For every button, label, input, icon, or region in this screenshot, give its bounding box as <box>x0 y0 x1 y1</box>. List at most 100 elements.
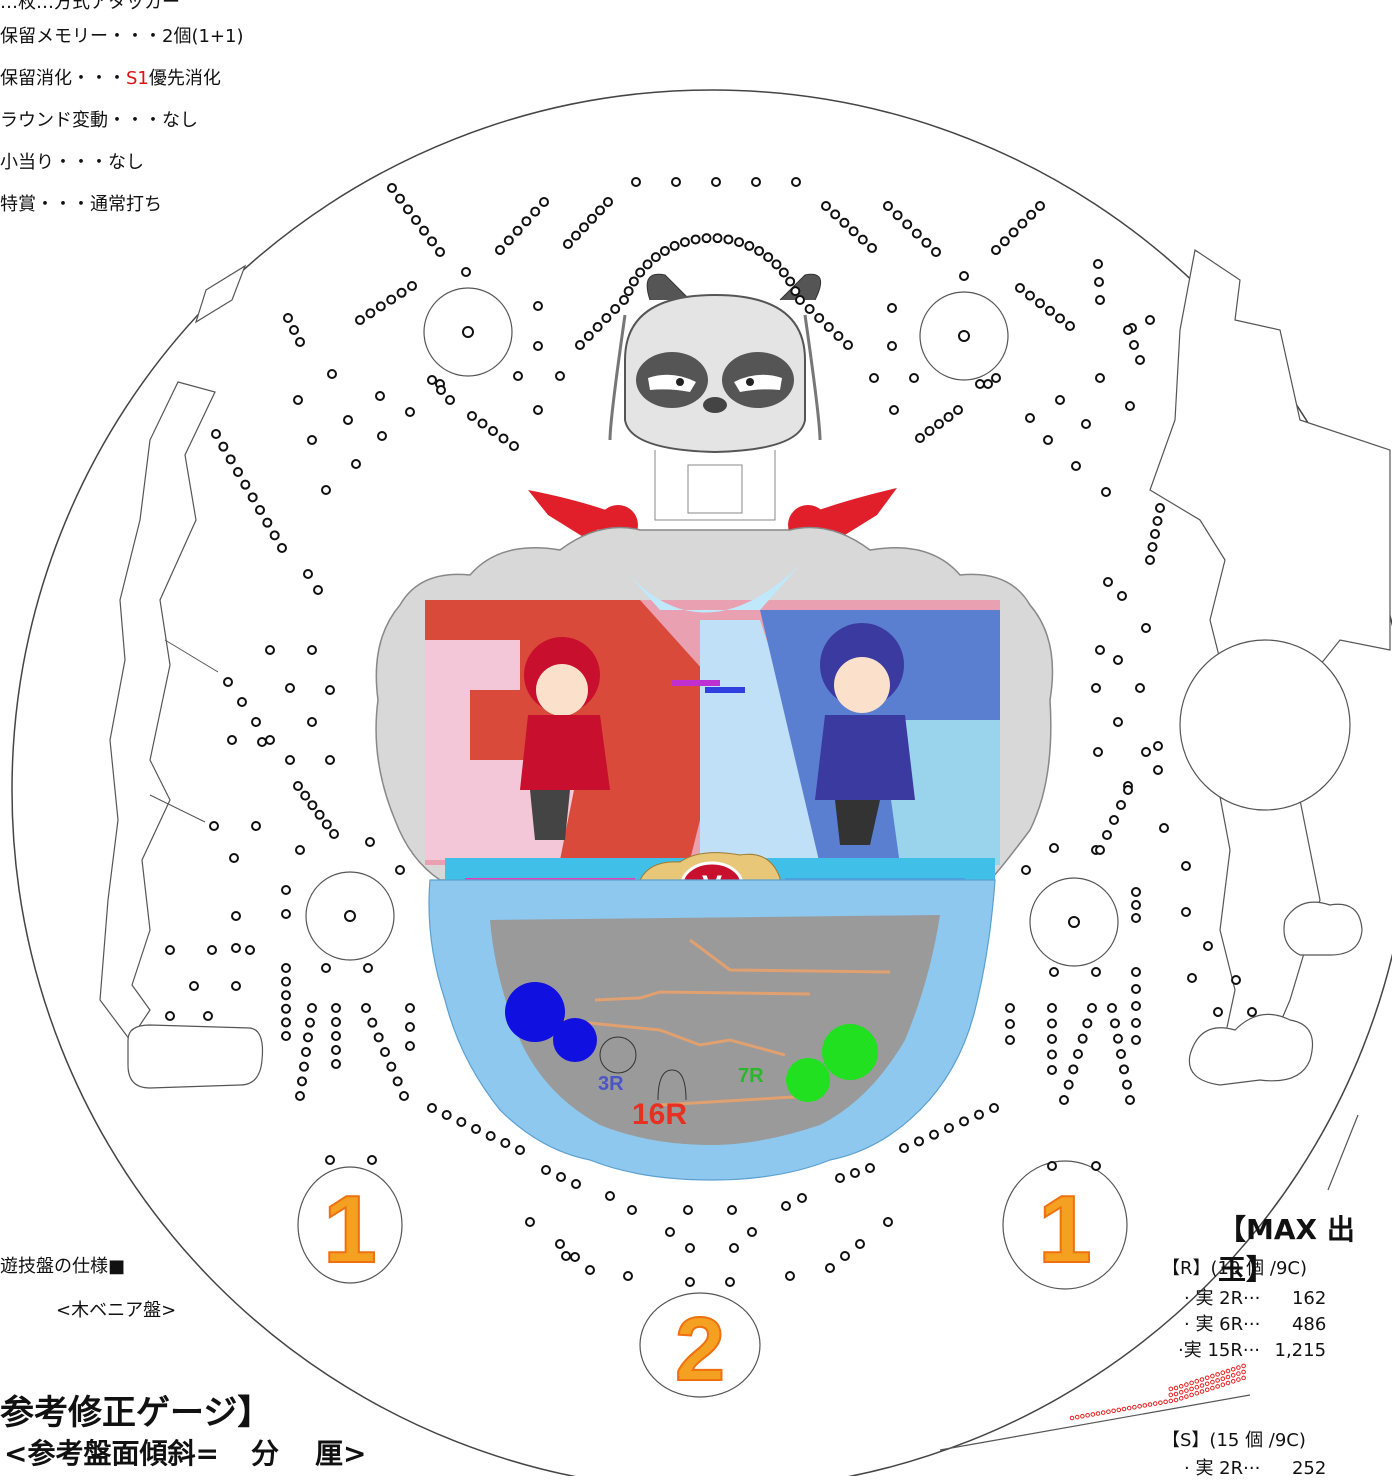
nail-pin <box>1131 967 1141 977</box>
nail-pin <box>1159 823 1169 833</box>
nail-pin <box>233 467 243 477</box>
bottom-right-out-lane <box>939 1394 1251 1451</box>
nail-pin <box>797 1193 807 1203</box>
nail-pin <box>525 1217 535 1227</box>
out-lane-pin <box>1199 1377 1205 1382</box>
nail-pin <box>375 301 386 312</box>
nail-pin <box>1103 577 1113 587</box>
nail-pin <box>887 303 897 313</box>
nail-pin <box>1117 591 1127 601</box>
nail-pin <box>485 1131 496 1141</box>
nail-pin <box>533 405 543 415</box>
r-row-value: 486 <box>1291 1314 1327 1335</box>
nail-pin <box>601 313 612 323</box>
spec-round-change: ラウンド変動・・・なし <box>0 110 198 131</box>
nail-pin <box>909 373 919 383</box>
tilt-label: <参考盤面傾斜= <box>4 1437 219 1470</box>
nail-pin <box>367 1155 377 1165</box>
nail-pin <box>295 337 305 347</box>
nail-pin <box>669 240 680 251</box>
nail-pin <box>991 373 1001 383</box>
out-lane-pin <box>1069 1415 1075 1421</box>
nail-pin <box>1135 355 1145 365</box>
r-row-label: · 実 2R··· <box>1184 1288 1261 1309</box>
nail-pin <box>587 213 597 224</box>
nail-pin <box>255 505 265 515</box>
nail-pin <box>427 1103 437 1113</box>
nail-pin <box>754 245 765 256</box>
nail-pin <box>377 431 387 441</box>
right-out-pocket <box>1188 1013 1314 1086</box>
nail-pin <box>924 426 935 436</box>
nail-pin <box>959 271 969 281</box>
nail-pin <box>1153 741 1163 751</box>
nail-pin <box>623 1271 633 1281</box>
nail-pin <box>530 206 541 217</box>
nail-pin <box>1181 861 1191 871</box>
nail-pin <box>865 1163 875 1173</box>
out-lane-pin <box>1178 1396 1184 1401</box>
nail-pin <box>299 1061 309 1072</box>
nail-pin <box>231 911 241 921</box>
nail-pin <box>934 419 944 429</box>
nail-pin <box>396 287 407 298</box>
out-lane-pin <box>1236 1365 1241 1370</box>
out-lane-pin <box>1168 1398 1174 1404</box>
nail-pin <box>911 228 922 239</box>
nail-pin <box>1093 747 1103 757</box>
nail-pin <box>627 1205 637 1215</box>
nail-pin <box>281 1017 291 1028</box>
nail-pin <box>1059 1095 1069 1105</box>
nail-pin <box>498 433 509 444</box>
nail-pin <box>1055 313 1065 324</box>
nail-pin <box>293 781 303 791</box>
nail-pin <box>1109 815 1119 825</box>
nail-pin <box>237 697 247 707</box>
nail-pin <box>974 1109 984 1120</box>
nail-pin <box>1047 1161 1057 1171</box>
nail-pin <box>207 945 217 955</box>
nail-pin <box>392 1076 403 1087</box>
out-lane-pin <box>1230 1379 1236 1384</box>
nail-pin <box>295 1091 305 1101</box>
nail-pin <box>1141 623 1151 633</box>
nail-pin <box>407 281 417 291</box>
nail-pin <box>1113 655 1123 665</box>
nail-pin <box>331 1045 341 1055</box>
wing-right <box>805 488 897 538</box>
nail-pin <box>1145 315 1155 325</box>
nail-pin <box>281 909 291 919</box>
nail-pin <box>363 963 373 973</box>
out-lane-pin <box>1236 1371 1241 1376</box>
nail-pin <box>285 755 295 765</box>
nail-pin <box>405 1022 415 1032</box>
nail-pin <box>989 1103 999 1113</box>
start-pocket-bottom: 2 <box>639 1292 761 1401</box>
nail-pin <box>1017 218 1028 229</box>
stage-route-lower <box>509 1013 786 1057</box>
nail-pin <box>991 245 1001 255</box>
r-row-label: ·実 15R··· <box>1178 1340 1261 1361</box>
start-pocket-left-number: 1 <box>323 1176 376 1283</box>
out-lane-pin <box>1142 1403 1148 1408</box>
nail-pin <box>914 1136 924 1147</box>
nail-pin <box>734 237 745 248</box>
nail-pin <box>411 215 421 225</box>
nail-pin <box>405 407 415 417</box>
r-row: · 実 2R···162 <box>1184 1284 1326 1310</box>
nail-pin <box>399 1091 409 1101</box>
nail-pin <box>533 301 543 311</box>
nail-pin <box>251 717 261 727</box>
nail-pin <box>1113 717 1123 727</box>
nail-pin <box>297 1076 307 1087</box>
nail-pin <box>1153 765 1163 775</box>
nail-pin <box>1068 1064 1079 1075</box>
nail-pin <box>403 204 413 215</box>
nail-pin <box>1131 1001 1141 1011</box>
nail-pin <box>1047 1065 1057 1075</box>
nail-pin <box>571 230 581 241</box>
nail-pin <box>541 1165 551 1175</box>
nail-pin <box>1123 785 1133 795</box>
out-lane-pin <box>1210 1379 1215 1385</box>
nail-pin <box>331 1059 341 1069</box>
